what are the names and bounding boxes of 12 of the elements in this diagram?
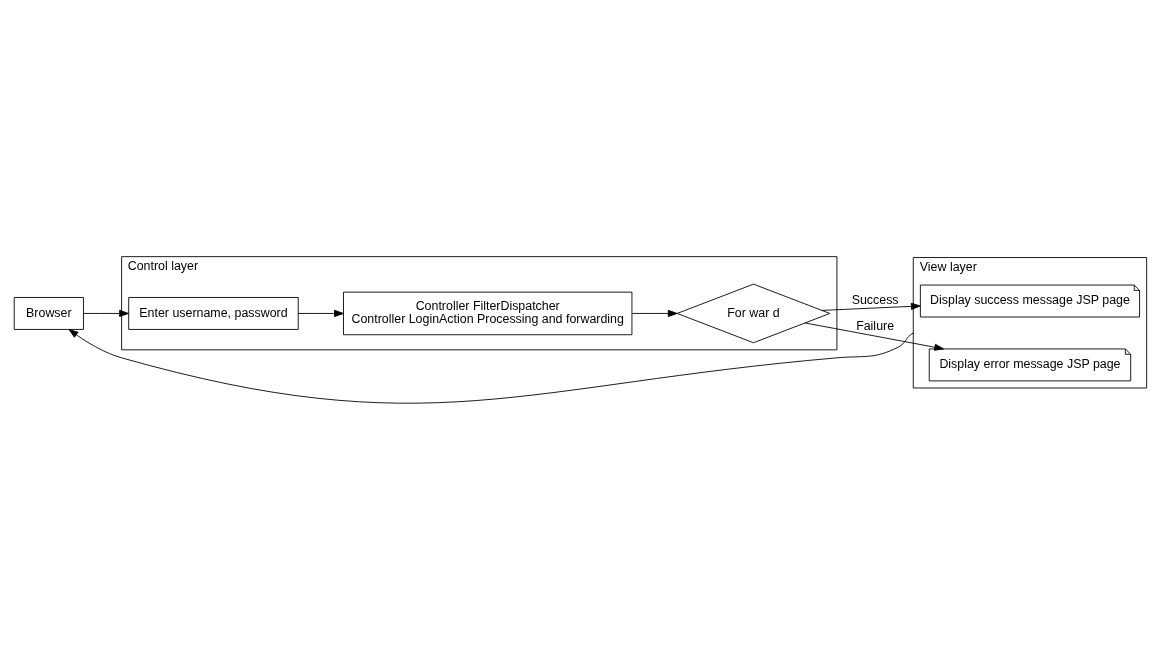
arrow [297, 309, 344, 317]
edge-label: Success [851, 292, 899, 307]
arrow [631, 309, 678, 317]
node-box: Enter username, password [128, 296, 299, 330]
node-box: Controller FilterDispatcher Controller LoginAction Processing and forwarding [343, 291, 633, 335]
arrow [83, 309, 129, 317]
arrow [804, 322, 945, 351]
node-diamond: For war d [676, 283, 831, 343]
arrow [821, 302, 921, 311]
node-box: Browser [13, 296, 84, 330]
arrow [68, 328, 914, 403]
edge-label: Failure [856, 318, 895, 333]
